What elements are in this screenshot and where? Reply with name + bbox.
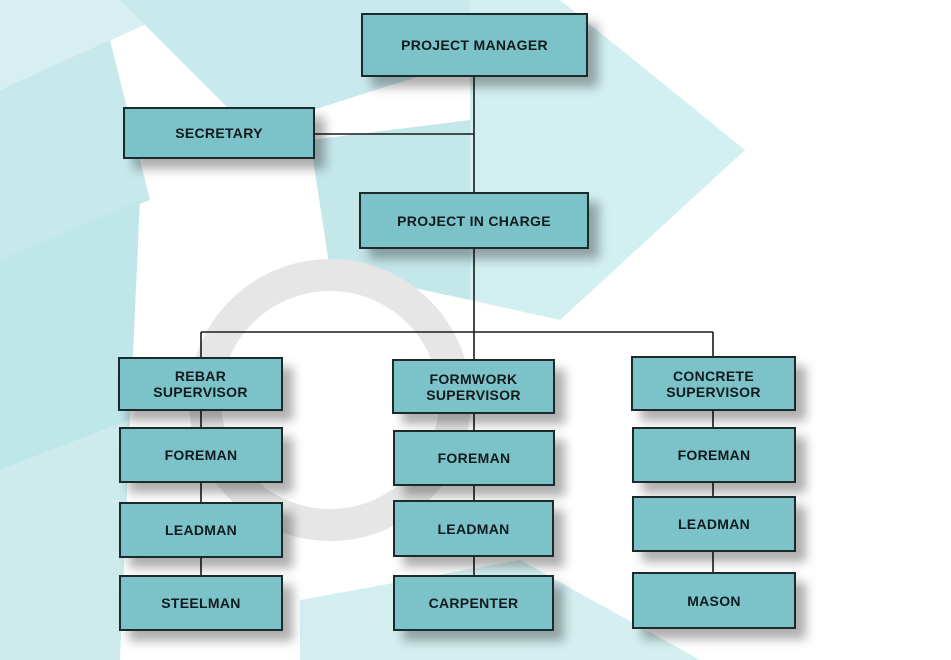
box-label: LEADMAN <box>677 516 751 532</box>
box-formwork-leadman: LEADMAN <box>393 500 554 557</box>
box-concrete-foreman: FOREMAN <box>632 427 796 483</box>
box-label: MASON <box>687 592 741 609</box>
box-rebar-foreman: FOREMAN <box>119 427 283 483</box>
box-steelman: STEELMAN <box>119 575 283 631</box>
box-secretary: SECRETARY <box>123 107 315 159</box>
box-label: LEADMAN <box>164 522 238 538</box>
box-project-in-charge: PROJECT IN CHARGE <box>359 192 589 249</box>
box-rebar-supervisor: REBAR SUPERVISOR <box>118 357 283 411</box>
box-concrete-leadman: LEADMAN <box>632 496 796 552</box>
box-label: LEADMAN <box>437 520 510 537</box>
box-mason: MASON <box>632 572 796 629</box>
box-label: STEELMAN <box>161 595 241 611</box>
box-label: CARPENTER <box>428 595 519 611</box>
box-label: REBAR SUPERVISOR <box>153 368 248 400</box>
bg-shape-left-middle <box>0 200 140 470</box>
box-label: FOREMAN <box>677 447 751 463</box>
box-project-manager: PROJECT MANAGER <box>361 13 588 77</box>
box-label: PROJECT IN CHARGE <box>397 212 551 229</box>
box-formwork-foreman: FOREMAN <box>393 430 555 486</box>
box-concrete-supervisor: CONCRETE SUPERVISOR <box>631 356 796 411</box>
box-label: FOREMAN <box>437 450 511 466</box>
box-label: PROJECT MANAGER <box>401 37 548 53</box>
bg-shape-left-upper <box>0 40 150 260</box>
box-carpenter: CARPENTER <box>393 575 554 631</box>
box-label: SECRETARY <box>175 125 263 141</box>
box-rebar-leadman: LEADMAN <box>119 502 283 558</box>
box-label: FOREMAN <box>164 447 238 463</box>
bg-shape-left-bottom <box>0 420 130 660</box>
box-label: CONCRETE SUPERVISOR <box>666 367 761 400</box>
box-label: FORMWORK SUPERVISOR <box>426 370 521 403</box>
box-formwork-supervisor: FORMWORK SUPERVISOR <box>392 359 555 414</box>
